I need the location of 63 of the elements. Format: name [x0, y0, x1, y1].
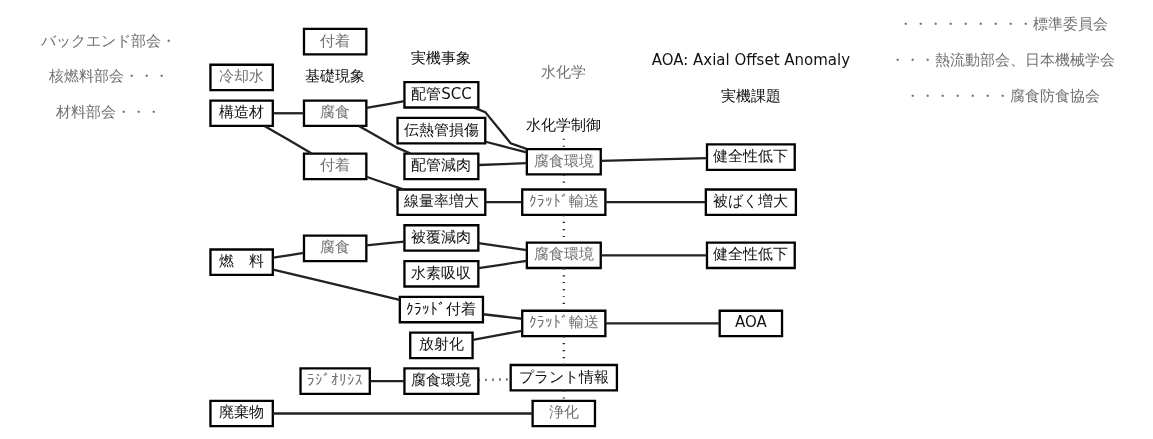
node-box: 伝熱管損傷 — [396, 116, 487, 145]
node-box: 被ばく増大 — [704, 188, 798, 217]
node-box: ｸﾗｯﾄﾞ付着 — [398, 295, 485, 324]
node-box: 水素吸収 — [403, 259, 480, 288]
connector — [273, 251, 304, 259]
node-box: 腐食 — [302, 234, 368, 263]
connector — [366, 100, 405, 110]
label: 水化学 — [541, 62, 587, 81]
node-box: 燃 料 — [209, 248, 274, 277]
connector — [366, 240, 405, 247]
node-box: 健全性低下 — [705, 241, 796, 270]
connector — [366, 175, 404, 191]
node-box: ﾗｼﾞｵﾘｼｽ — [299, 367, 371, 396]
node-box: 付着 — [302, 152, 368, 181]
connector — [273, 112, 304, 115]
node-box: 構造材 — [209, 99, 274, 128]
node-box: 放射化 — [409, 331, 474, 360]
connector — [601, 254, 707, 257]
connector — [272, 412, 533, 415]
node-box: 冷却水 — [209, 63, 274, 92]
node-box: 腐食環境 — [525, 147, 602, 176]
node-box: 腐食環境 — [403, 367, 480, 396]
node-box: AOA — [718, 309, 784, 338]
label: ・・・・・・・・・標準委員会 — [897, 15, 1108, 34]
connector — [478, 259, 527, 270]
node-box: 腐食 — [302, 99, 368, 128]
node-box: ｸﾗｯﾄﾞ輸送 — [521, 188, 607, 217]
node-box: 廃棄物 — [209, 399, 274, 428]
label: AOA: Axial Offset Anomaly — [651, 51, 851, 70]
label: 核燃料部会・・・ — [48, 67, 169, 86]
label: ・・・熱流動部会、日本機械学会 — [890, 51, 1116, 70]
node-box: 腐食環境 — [525, 241, 602, 270]
connector — [478, 162, 527, 167]
connector — [562, 336, 565, 365]
connector — [473, 106, 527, 150]
node-box: 浄化 — [531, 399, 597, 428]
connector — [478, 242, 527, 252]
connector — [370, 380, 405, 383]
label: バックエンド部会・ — [41, 31, 177, 50]
connector — [601, 157, 707, 162]
connector — [605, 201, 706, 204]
node-box: 配管SCC — [403, 80, 480, 109]
connector — [485, 201, 522, 204]
connector — [472, 329, 523, 341]
node-box: 付着 — [302, 27, 368, 56]
label: ・・・・・・・腐食防食協会 — [905, 87, 1101, 106]
connector — [605, 322, 720, 325]
node-box: 配管減肉 — [403, 152, 480, 181]
connector — [483, 313, 523, 320]
label: 基礎現象 — [305, 67, 366, 86]
node-box: 健全性低下 — [705, 143, 796, 171]
label: 実機事象 — [411, 48, 472, 67]
label: 材料部会・・・ — [56, 103, 162, 122]
node-box: 被覆減肉 — [403, 224, 480, 252]
node-text: 水化学制御 — [526, 115, 602, 134]
node-box: ｸﾗｯﾄﾞ輸送 — [521, 309, 607, 338]
connector — [485, 140, 527, 154]
node-box: プラント情報 — [509, 363, 619, 392]
connector — [272, 268, 400, 301]
node-box: 線量率増大 — [396, 188, 487, 217]
connector — [358, 124, 411, 155]
connector — [264, 125, 313, 155]
label: 実機課題 — [720, 87, 781, 106]
